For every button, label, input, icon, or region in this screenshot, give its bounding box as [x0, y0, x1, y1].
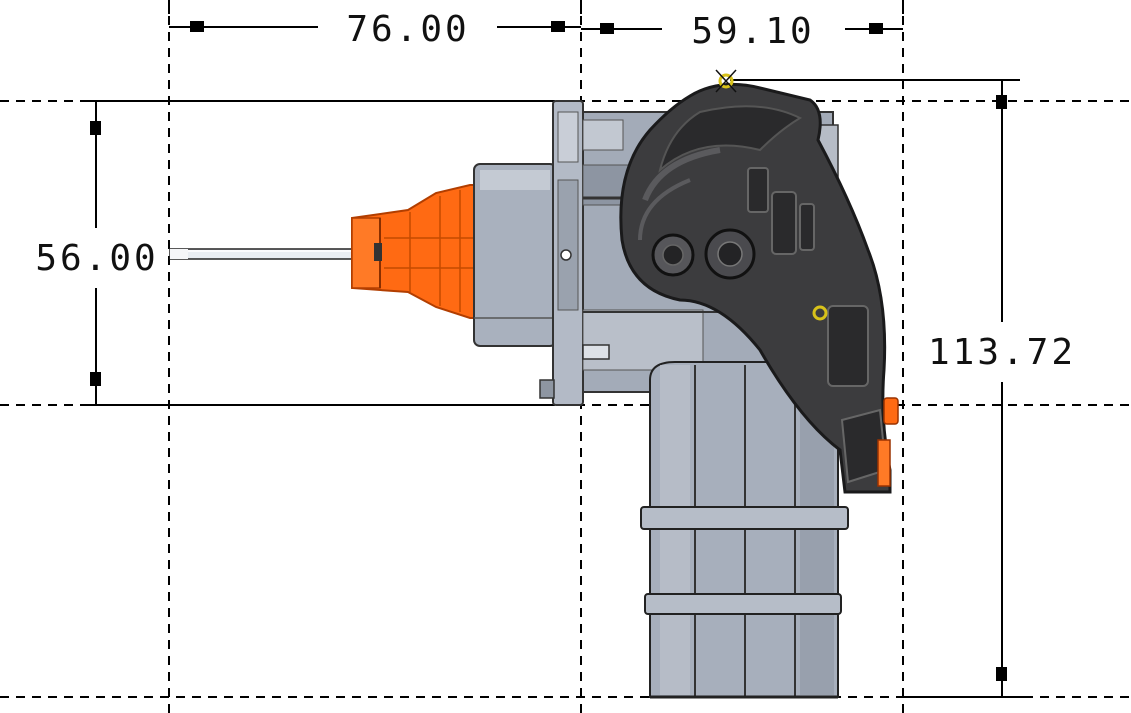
marker-top	[718, 73, 734, 89]
orange-connector	[351, 184, 481, 319]
tube-ring-lower	[644, 593, 842, 615]
orange-clip	[877, 397, 899, 487]
housing-block	[473, 163, 557, 347]
dark-bracket	[619, 82, 892, 494]
dimension-lines	[90, 21, 1007, 697]
dimension-76: 76.00	[346, 9, 469, 50]
flange-plate	[539, 100, 584, 406]
markers	[715, 69, 828, 321]
extension-lines	[80, 0, 1030, 698]
dimension-113-72: 113.72	[928, 332, 1076, 373]
tube-ring-upper	[640, 506, 849, 530]
probe-rod	[169, 248, 378, 260]
part-assembly	[169, 69, 899, 699]
dimension-59-10: 59.10	[691, 11, 814, 52]
dimension-56: 56.00	[35, 238, 158, 279]
marker-bracket	[812, 305, 828, 321]
